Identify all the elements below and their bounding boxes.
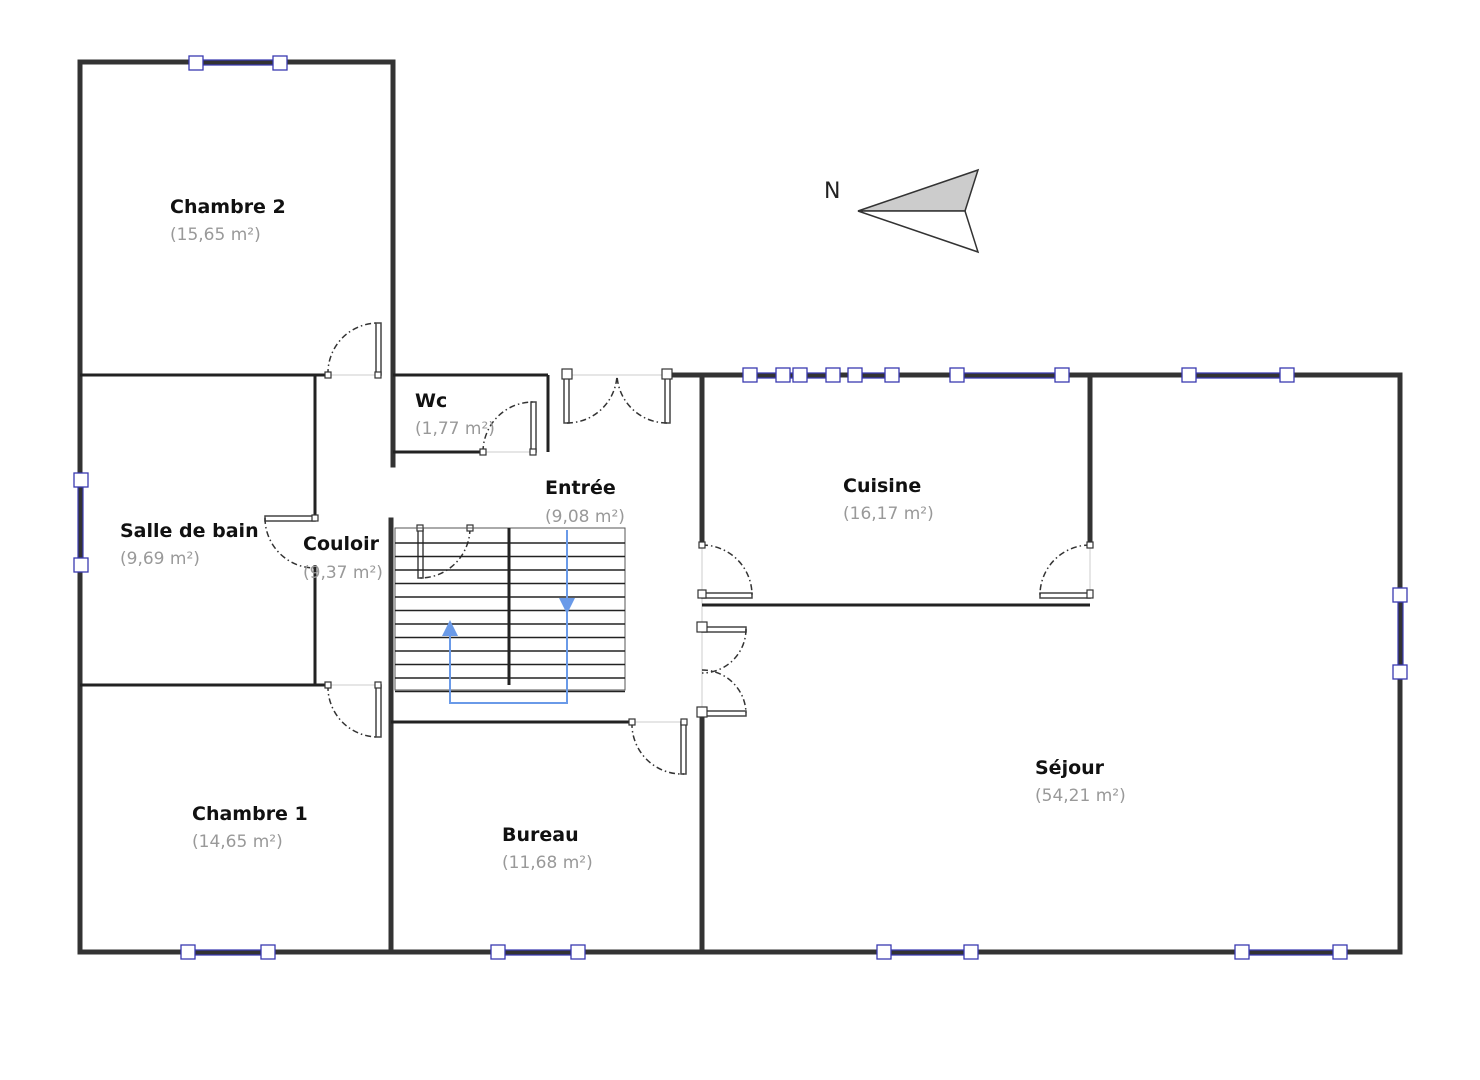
room-name-chambre2: Chambre 2 — [170, 196, 286, 218]
room-name-wc: Wc — [415, 390, 447, 412]
room-area-bureau: (11,68 m²) — [502, 853, 593, 873]
room-name-entree: Entrée — [545, 477, 616, 499]
window — [742, 367, 841, 383]
doors — [264, 322, 1094, 775]
staircase — [394, 527, 626, 704]
room-name-sejour: Séjour — [1035, 757, 1105, 779]
window — [73, 472, 89, 573]
room-area-wc: (1,77 m²) — [415, 419, 495, 439]
stair-down-arrow — [559, 598, 575, 614]
room-name-bureau: Bureau — [502, 824, 579, 846]
room-area-salle-de-bain: (9,69 m²) — [120, 549, 200, 569]
windows — [73, 55, 1408, 960]
room-labels: Chambre 2 (15,65 m²) Wc (1,77 m²) Entrée… — [120, 196, 1126, 873]
window — [188, 55, 288, 71]
window — [180, 944, 276, 960]
room-name-chambre1: Chambre 1 — [192, 803, 308, 825]
window — [1234, 944, 1348, 960]
room-area-chambre2: (15,65 m²) — [170, 225, 261, 245]
window — [876, 944, 979, 960]
compass-arrow-icon — [857, 168, 980, 212]
stair-up-arrow — [442, 620, 458, 636]
room-name-salle-de-bain: Salle de bain — [120, 520, 259, 542]
room-area-chambre1: (14,65 m²) — [192, 832, 283, 852]
room-name-cuisine: Cuisine — [843, 475, 921, 497]
window — [847, 367, 900, 383]
window — [1181, 367, 1295, 383]
room-area-cuisine: (16,17 m²) — [843, 504, 934, 524]
compass: N — [824, 168, 980, 254]
room-area-couloir: (9,37 m²) — [303, 563, 383, 583]
window — [1392, 587, 1408, 680]
room-area-entree: (9,08 m²) — [545, 507, 625, 527]
room-name-couloir: Couloir — [303, 533, 380, 555]
compass-north-label: N — [824, 179, 840, 204]
window — [490, 944, 586, 960]
window — [949, 367, 1070, 383]
room-area-sejour: (54,21 m²) — [1035, 786, 1126, 806]
